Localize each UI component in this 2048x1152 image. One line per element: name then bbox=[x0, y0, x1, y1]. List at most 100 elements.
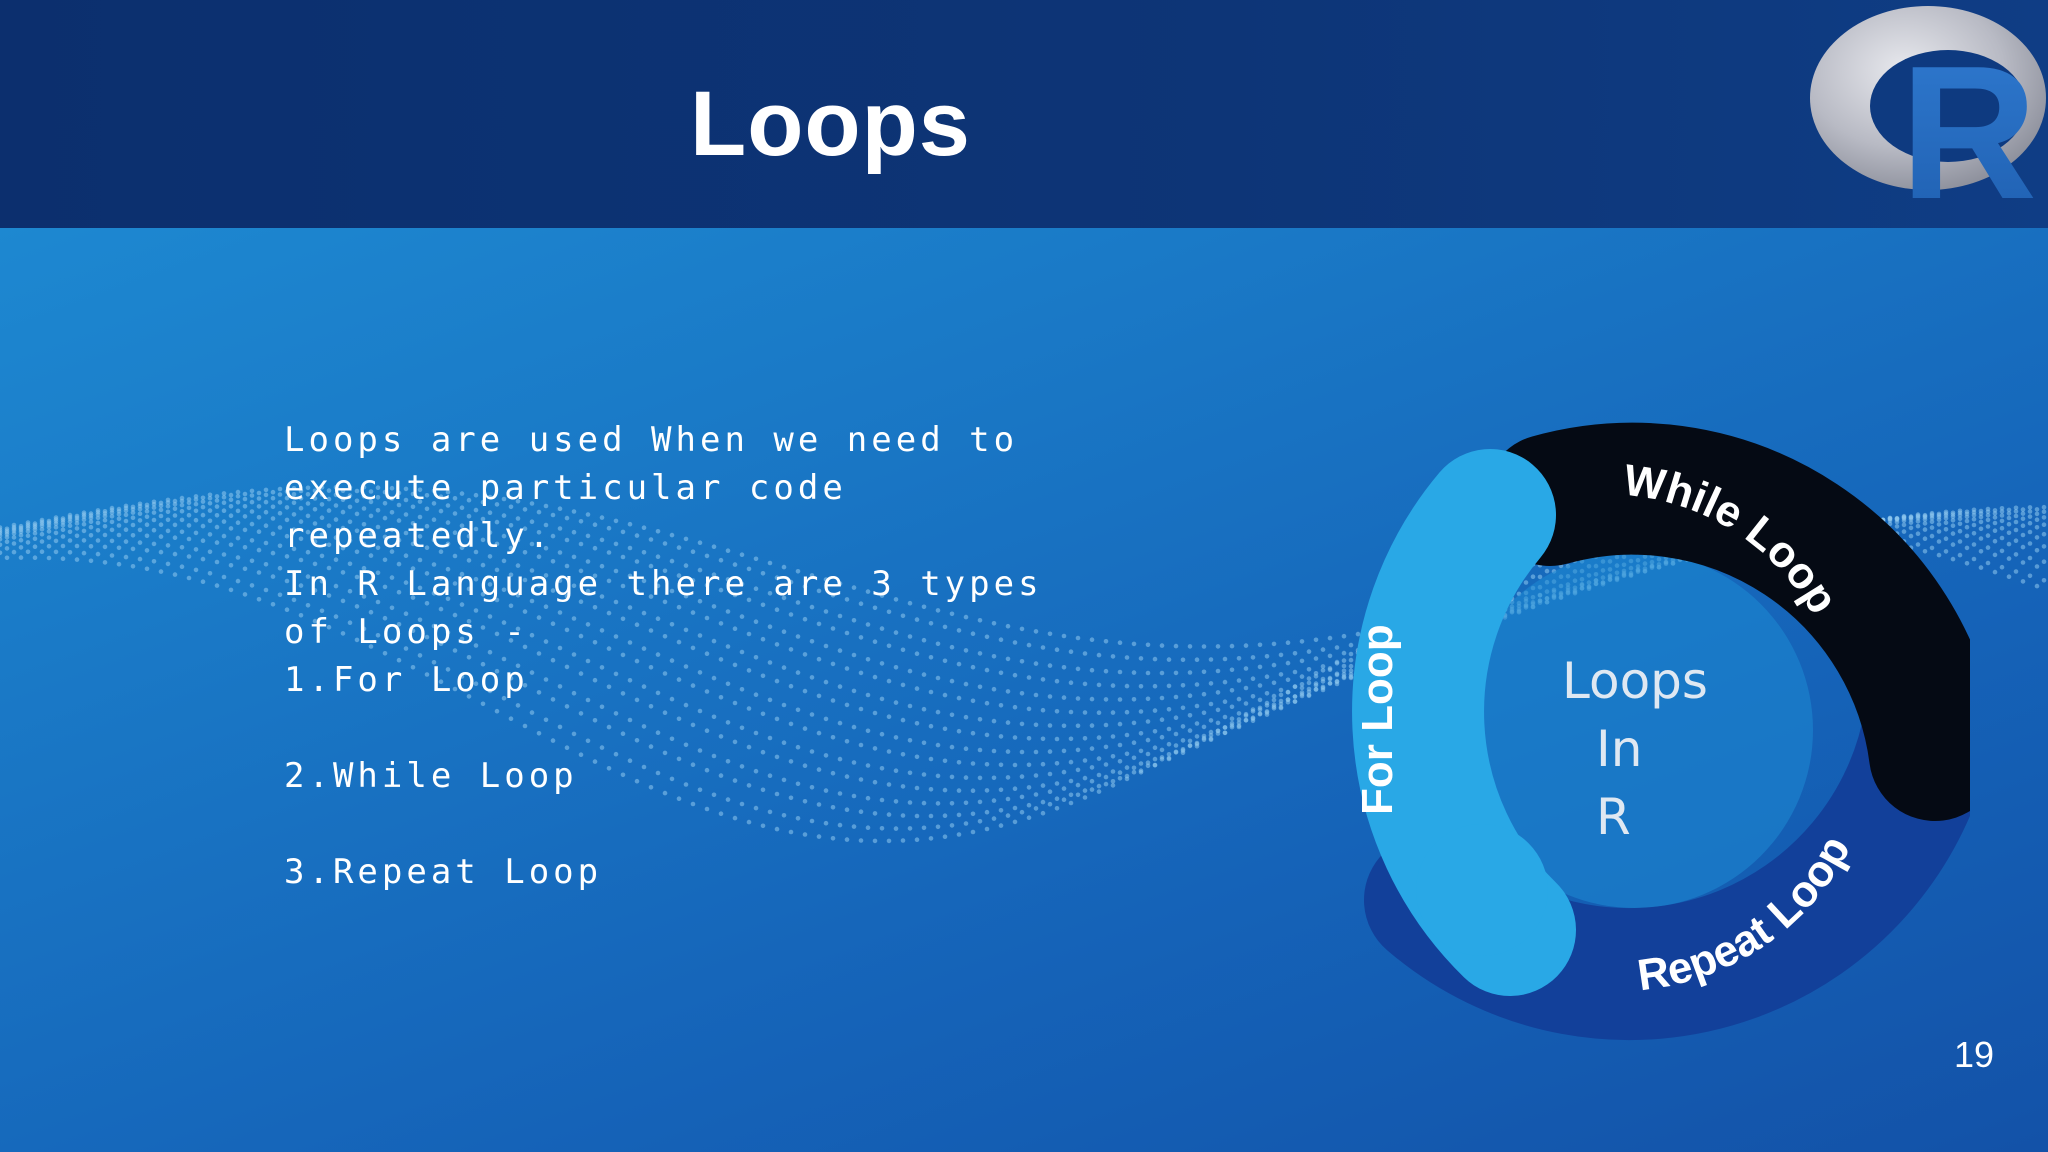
wave-dot bbox=[1957, 512, 1963, 518]
wave-dot bbox=[683, 593, 689, 599]
wave-dot bbox=[1341, 668, 1347, 674]
wave-dot bbox=[1061, 786, 1067, 791]
wave-dot bbox=[207, 571, 213, 576]
wave-dot bbox=[606, 610, 612, 616]
wave-dot bbox=[130, 507, 136, 512]
wave-dot bbox=[298, 536, 304, 542]
wave-dot bbox=[830, 661, 836, 667]
wave-dot bbox=[1194, 703, 1200, 709]
wave-dot bbox=[1313, 683, 1319, 688]
wave-dot bbox=[942, 758, 948, 764]
wave-dot bbox=[144, 505, 150, 510]
wave-dot bbox=[1054, 796, 1060, 801]
wave-dot bbox=[1334, 671, 1340, 677]
wave-dot bbox=[214, 498, 220, 503]
wave-dot bbox=[970, 811, 976, 817]
wave-dot bbox=[984, 732, 990, 738]
wave-dot bbox=[858, 809, 864, 814]
wave-dot bbox=[1894, 519, 1900, 525]
wave-dot bbox=[711, 714, 717, 720]
wave-dot bbox=[515, 593, 521, 598]
wave-dot bbox=[46, 535, 52, 540]
wave-dot bbox=[893, 665, 899, 670]
wave-dot bbox=[389, 496, 395, 501]
wave-dot bbox=[1264, 700, 1270, 706]
wave-dot bbox=[1110, 654, 1116, 659]
wave-dot bbox=[942, 726, 948, 732]
wave-dot bbox=[837, 720, 843, 726]
wave-dot bbox=[1145, 751, 1151, 757]
wave-dot bbox=[529, 519, 535, 524]
wave-dot bbox=[228, 497, 234, 503]
wave-dot bbox=[172, 551, 178, 557]
wave-dot bbox=[4, 535, 10, 540]
wave-dot bbox=[669, 588, 675, 594]
wave-dot bbox=[319, 553, 325, 559]
wave-dot bbox=[662, 634, 668, 639]
wave-dot bbox=[151, 559, 157, 564]
wave-dot bbox=[1999, 564, 2005, 570]
wave-dot bbox=[970, 730, 976, 736]
wave-dot bbox=[1054, 806, 1060, 811]
wave-dot bbox=[914, 837, 920, 842]
wave-dot bbox=[1943, 527, 1949, 532]
wave-dot bbox=[1964, 524, 1970, 530]
wave-dot bbox=[2020, 532, 2026, 538]
wave-dot bbox=[67, 529, 73, 535]
wave-dot bbox=[305, 549, 311, 555]
wave-dot bbox=[648, 628, 654, 633]
wave-dot bbox=[1978, 536, 1984, 541]
wave-dot bbox=[431, 517, 437, 522]
wave-dot bbox=[501, 513, 507, 518]
wave-dot bbox=[851, 585, 857, 590]
wave-dot bbox=[879, 661, 885, 666]
wave-dot bbox=[1341, 663, 1347, 669]
wave-dot bbox=[704, 728, 710, 733]
wave-dot bbox=[305, 485, 311, 491]
wave-dot bbox=[2006, 515, 2012, 521]
wave-dot bbox=[753, 730, 759, 736]
wave-dot bbox=[1530, 574, 1536, 579]
wave-dot bbox=[1103, 697, 1109, 702]
wave-dot bbox=[137, 540, 143, 545]
wave-dot bbox=[991, 654, 997, 659]
wave-dot bbox=[11, 541, 17, 546]
wave-dot bbox=[95, 512, 101, 517]
wave-dot bbox=[438, 641, 444, 646]
wave-dot bbox=[697, 540, 703, 545]
wave-dot bbox=[795, 781, 801, 787]
wave-dot bbox=[1187, 743, 1193, 748]
list-item-for-loop: 1.For Loop bbox=[284, 660, 529, 700]
wave-dot bbox=[417, 514, 423, 520]
wave-dot bbox=[1131, 641, 1137, 647]
wave-dot bbox=[249, 538, 255, 543]
wave-dot bbox=[1082, 710, 1088, 715]
wave-dot bbox=[543, 503, 549, 509]
wave-dot bbox=[277, 500, 283, 505]
wave-dot bbox=[46, 543, 52, 549]
wave-dot bbox=[480, 562, 486, 568]
wave-dot bbox=[256, 597, 262, 602]
wave-dot bbox=[970, 788, 976, 793]
wave-dot bbox=[802, 832, 808, 837]
wave-dot bbox=[879, 766, 885, 771]
wave-dot bbox=[984, 700, 990, 706]
wave-dot bbox=[2020, 579, 2026, 584]
wave-dot bbox=[424, 545, 430, 550]
wave-dot bbox=[837, 822, 843, 828]
wave-dot bbox=[781, 813, 787, 818]
wave-dot bbox=[515, 626, 521, 632]
wave-dot bbox=[396, 622, 402, 627]
wave-dot bbox=[151, 527, 157, 533]
wave-dot bbox=[725, 644, 731, 649]
wave-dot bbox=[137, 511, 143, 516]
wave-dot bbox=[221, 533, 227, 539]
wave-dot bbox=[1285, 677, 1291, 683]
wave-dot bbox=[935, 773, 941, 779]
wave-dot bbox=[1341, 633, 1347, 639]
wave-dot bbox=[760, 749, 766, 755]
wave-dot bbox=[1047, 663, 1053, 668]
wave-dot bbox=[1040, 645, 1046, 650]
wave-dot bbox=[0, 533, 3, 538]
wave-dot bbox=[620, 652, 626, 658]
